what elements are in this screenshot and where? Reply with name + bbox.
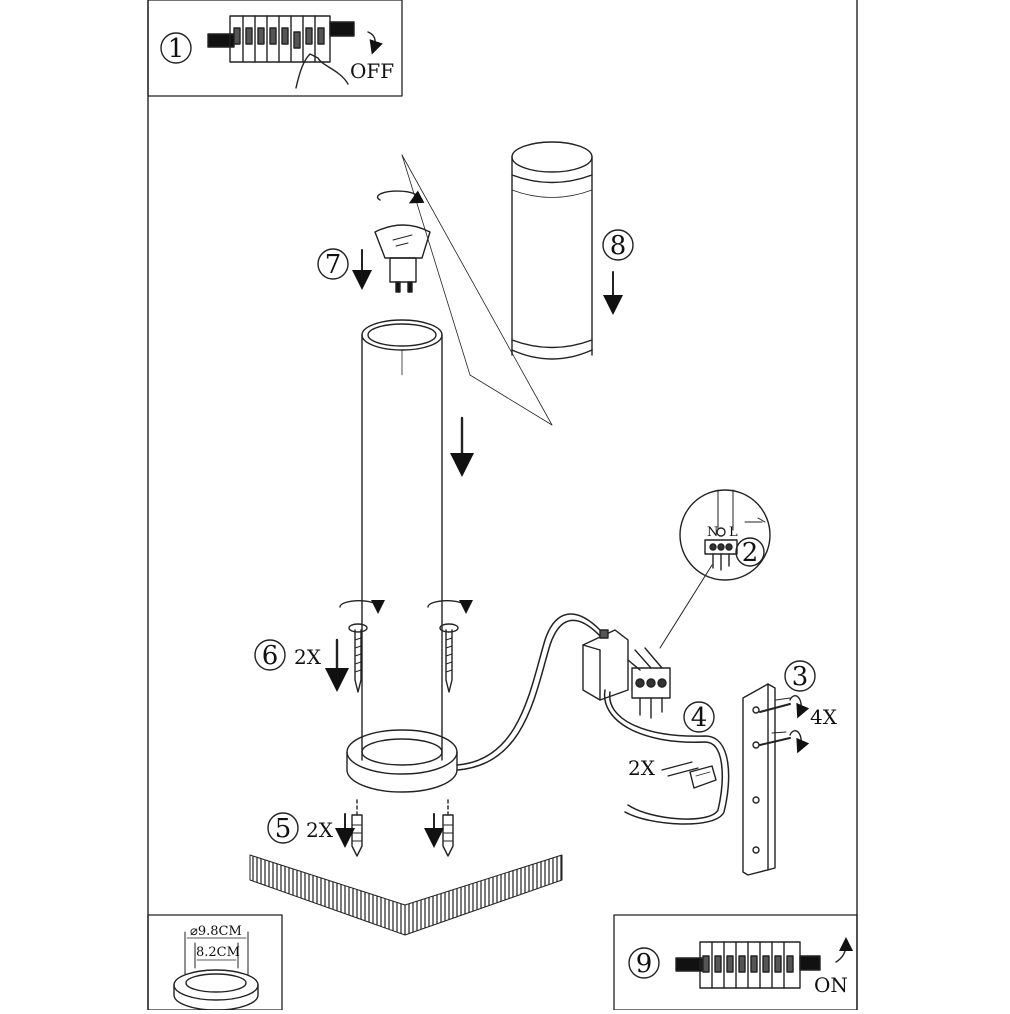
turn-up-arrow-icon: [835, 937, 853, 963]
power-cable: [456, 613, 730, 825]
inner-diameter-label: 8.2CM: [196, 945, 240, 960]
step-9-label: ON: [814, 973, 848, 997]
base-plate: [346, 729, 458, 793]
step-7-label: 7: [317, 248, 372, 290]
step-8-number: 8: [610, 231, 627, 261]
breaker-panel-off-icon: [207, 15, 355, 89]
step-7-number: 7: [325, 250, 342, 280]
page-frame: [147, 0, 858, 1011]
terminal-l-label: L: [729, 525, 738, 540]
junction-box: [582, 629, 629, 701]
step-2-detail: N L 2: [679, 489, 771, 581]
step-1-number: 1: [168, 34, 185, 64]
turn-down-arrow-icon: [367, 31, 383, 55]
step-4-label: 4 2X: [628, 701, 715, 780]
glass-cover: [511, 141, 593, 360]
step-4-number: 4: [691, 703, 708, 733]
cable-clip: [661, 761, 717, 789]
step-6-number: 6: [262, 641, 279, 671]
step-2-number: 2: [742, 538, 759, 568]
gu10-bulb: [374, 190, 431, 293]
callout-line: [659, 564, 713, 649]
rotate-arrow-icon: [376, 190, 425, 204]
step-6-count: 2X: [294, 645, 322, 669]
step-3-count: 4X: [810, 705, 838, 729]
screwdriver-icon: [744, 517, 766, 523]
mounting-screw-right: [427, 599, 473, 693]
wall-plug-left: [351, 799, 363, 857]
step-4-count: 2X: [628, 756, 656, 780]
step-3-number: 3: [792, 662, 809, 692]
ground-surface: [249, 854, 563, 936]
mounting-screw-left: [339, 599, 385, 693]
wall-plug-right: [442, 799, 454, 857]
step-1-panel: 1 OFF: [147, 0, 403, 97]
outer-diameter-label: ⌀9.8CM: [190, 924, 242, 939]
bollard-post: [361, 319, 443, 761]
mounting-bracket: [742, 683, 776, 876]
dimensions-panel: ⌀9.8CM 8.2CM: [147, 914, 283, 1011]
bracket-screws: [759, 695, 810, 754]
step-8-label: 8: [602, 229, 634, 315]
step-9-number: 9: [636, 949, 653, 979]
step-5-count: 2X: [306, 818, 334, 842]
step-5-label: 5 2X: [267, 812, 444, 848]
step-5-number: 5: [275, 814, 292, 844]
step-1-label: OFF: [350, 59, 394, 83]
terminal-n-label: N: [707, 525, 718, 540]
breaker-panel-on-icon: [675, 941, 821, 989]
step-9-panel: 9 ON: [613, 914, 858, 1011]
terminal-block: [627, 647, 671, 719]
step-6-label: 6 2X: [254, 638, 349, 692]
step-3-label: 3 4X: [784, 660, 838, 729]
